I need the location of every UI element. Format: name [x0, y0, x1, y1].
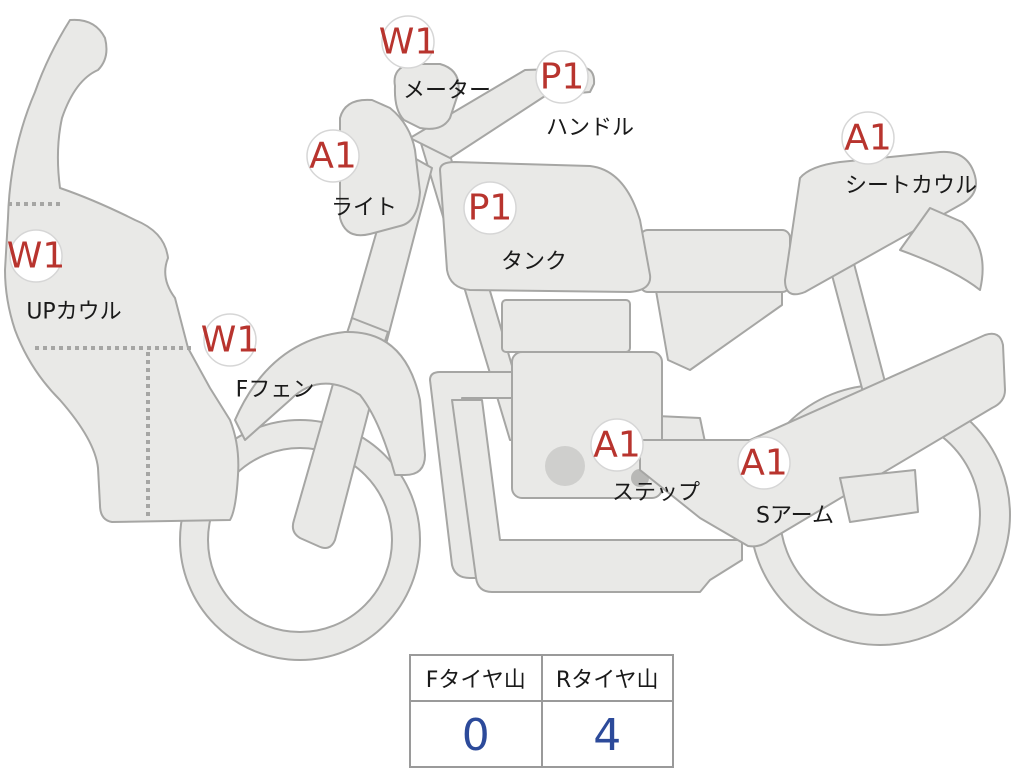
s-arm-code: A1: [740, 443, 788, 484]
side-panel: [654, 284, 783, 371]
handle-label: ハンドル: [546, 116, 634, 141]
handle-code: P1: [540, 57, 585, 98]
upper-cowl-shape: [4, 18, 240, 523]
seat-cowl-label: シートカウル: [845, 174, 977, 199]
seat-cowl-code: A1: [844, 118, 892, 159]
step-badge: [590, 418, 644, 472]
seat-cowl-shape: [784, 150, 977, 296]
front-tire-value: 0: [461, 709, 490, 761]
meter-marker: W1 メーター: [379, 15, 491, 104]
tire-table-header-row: Fタイヤ山 Rタイヤ山: [411, 656, 672, 702]
f-fender-code: W1: [201, 320, 260, 361]
tank-label: タンク: [501, 250, 567, 275]
up-cowl-label: UPカウル: [26, 300, 121, 325]
seat-cowl-marker: A1 シートカウル: [841, 111, 977, 199]
meter-badge: [381, 15, 435, 69]
seat-tail: [899, 207, 984, 291]
meter-label: メーター: [403, 79, 491, 104]
s-arm-marker: A1 Sアーム: [737, 436, 834, 529]
light-badge: [306, 129, 360, 183]
tire-table-value-row: 0 4: [411, 702, 672, 768]
meter-code: W1: [379, 22, 438, 63]
f-fender-label: Fフェン: [236, 378, 315, 403]
chain-guard: [839, 469, 919, 523]
f-fender-marker: W1 Fフェン: [201, 313, 315, 403]
tire-tread-table: Fタイヤ山 Rタイヤ山 0 4: [409, 654, 674, 768]
front-fender-shape: [234, 330, 426, 476]
f-fender-badge: [203, 313, 257, 367]
step-marker: A1 ステップ: [590, 418, 700, 506]
handle-badge: [535, 50, 589, 104]
tank-badge: [463, 181, 517, 235]
up-cowl-badge: [9, 229, 63, 283]
front-tire-header: Fタイヤ山: [425, 668, 526, 693]
step-code: A1: [593, 425, 641, 466]
tank-code: P1: [468, 188, 513, 229]
light-label: ライト: [331, 196, 397, 221]
seat-cowl-badge: [841, 111, 895, 165]
light-code: A1: [309, 136, 357, 177]
handle-marker: P1 ハンドル: [535, 50, 634, 141]
up-cowl-code: W1: [7, 236, 66, 277]
headlight-shape: [339, 98, 421, 237]
frame-top-bar: [639, 229, 791, 293]
rear-tire-header: Rタイヤ山: [540, 656, 673, 700]
light-marker: A1 ライト: [306, 129, 397, 221]
step-label: ステップ: [612, 481, 700, 506]
up-cowl-marker: W1 UPカウル: [7, 229, 122, 325]
s-arm-badge: [737, 436, 791, 490]
rear-tire-value: 4: [540, 702, 673, 768]
swing-arm-shape: [639, 332, 1006, 548]
tank-marker: P1 タンク: [463, 181, 567, 275]
s-arm-label: Sアーム: [756, 504, 834, 529]
